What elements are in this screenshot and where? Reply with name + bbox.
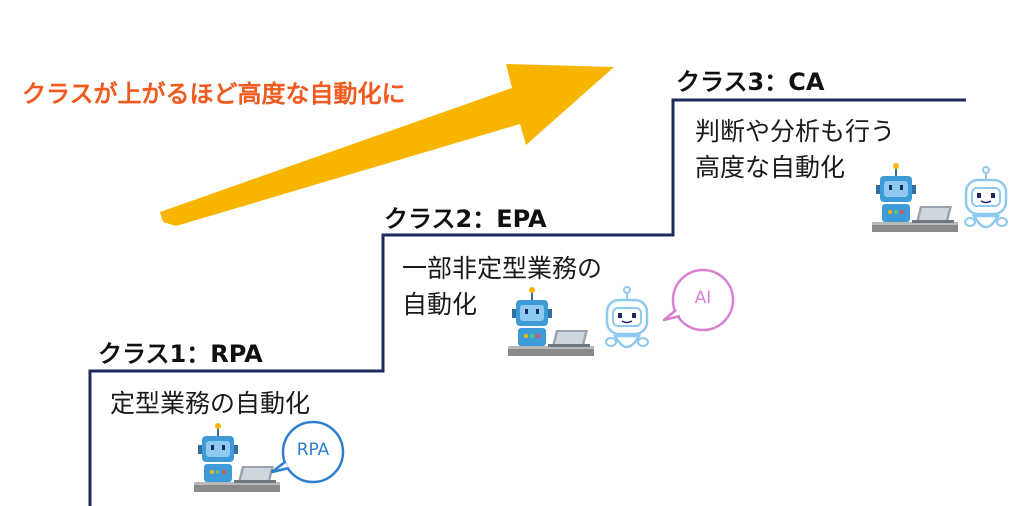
class-3-desc-line: 判断や分析も行う [695,117,896,146]
class-1-desc-line: 定型業務の自動化 [110,389,311,418]
class-2-desc-line: 自動化 [402,290,478,319]
class-2-title: クラス2：EPA [384,205,547,233]
rpa-bubble-label: RPA [296,440,330,460]
class-1-description: 定型業務の自動化 [110,386,310,422]
class-3-desc-line: 高度な自動化 [695,153,846,182]
progress-arrow [160,64,614,226]
class-2-description: 一部非定型業務の 自動化 [402,251,602,323]
robot-worker-icon [507,286,595,357]
rpa-bubble-icon [281,420,345,484]
ai-robot-icon [604,285,650,349]
ai-robot-icon [963,165,1009,229]
robot-worker-icon [871,162,959,233]
class-3-title: クラス3：CA [676,68,825,96]
ai-bubble-label: AI [694,288,712,308]
staircase-line [88,98,966,506]
headline: クラスが上がるほど高度な自動化に [22,80,406,108]
class-2-desc-line: 一部非定型業務の [402,254,603,283]
class-1-title: クラス1：RPA [98,340,263,368]
ai-bubble-icon [671,268,735,332]
robot-worker-icon [193,422,281,493]
class-3-description: 判断や分析も行う 高度な自動化 [695,114,895,186]
